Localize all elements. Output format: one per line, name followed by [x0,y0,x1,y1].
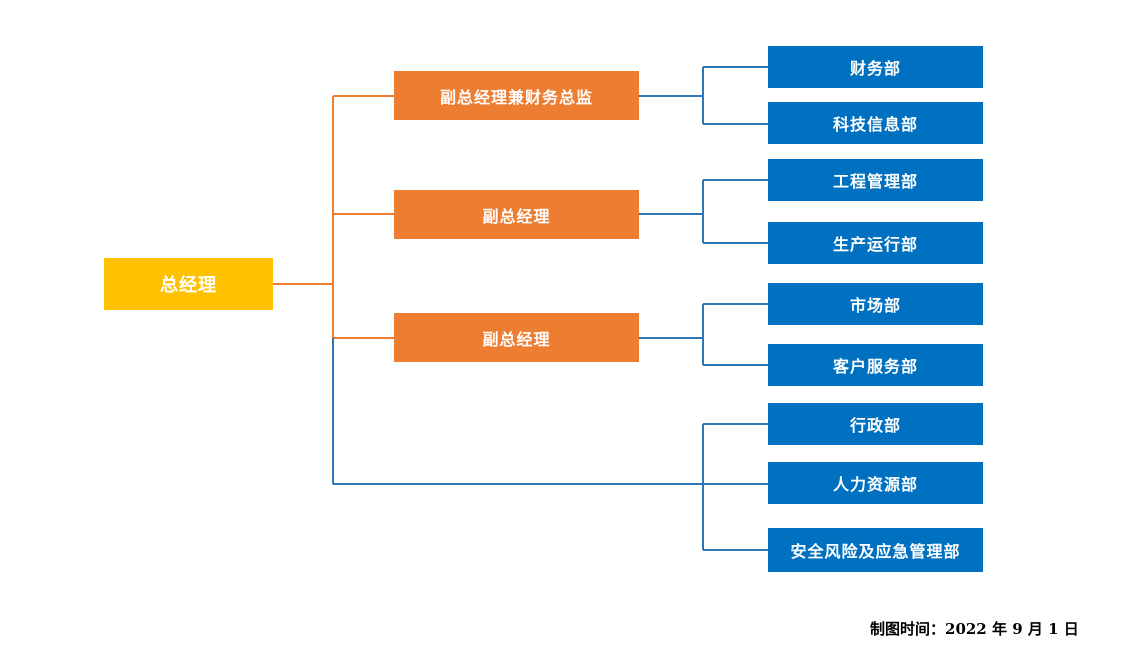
dept-box-production: 生产运行部 [768,222,983,264]
dept-box-hr: 人力资源部 [768,462,983,504]
vp-box-cfo: 副总经理兼财务总监 [394,71,639,120]
dept-box-customer-service: 客户服务部 [768,344,983,386]
dept-box-finance: 财务部 [768,46,983,88]
chart-date-footer: 制图时间：2022 年 9 月 1 日 [870,620,1079,638]
vp-box-market: 副总经理 [394,313,639,362]
dept-box-admin: 行政部 [768,403,983,445]
dept-box-safety-risk: 安全风险及应急管理部 [768,528,983,572]
dept-box-engineering: 工程管理部 [768,159,983,201]
ceo-box: 总经理 [104,258,273,310]
vp-box-operations: 副总经理 [394,190,639,239]
dept-box-marketing: 市场部 [768,283,983,325]
dept-box-it: 科技信息部 [768,102,983,144]
